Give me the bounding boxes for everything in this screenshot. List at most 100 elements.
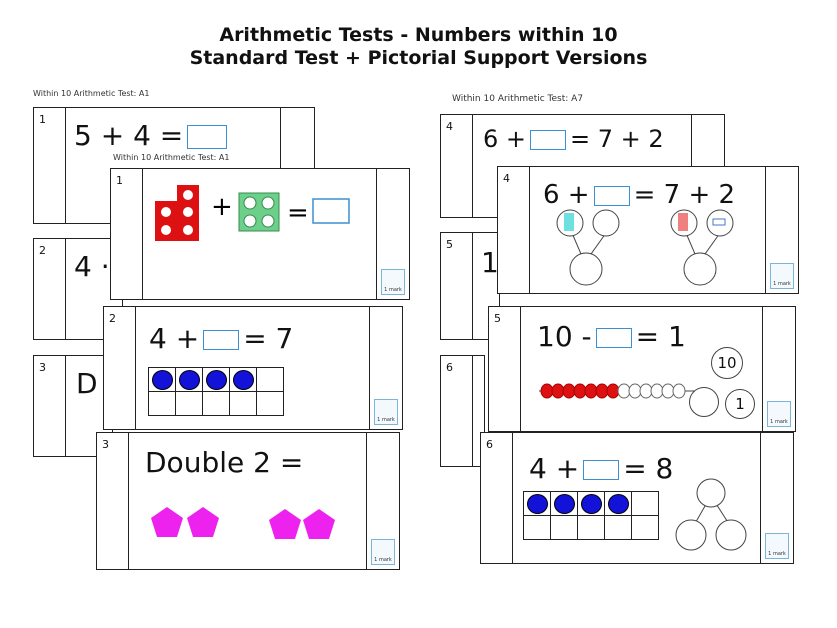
answer-box[interactable] bbox=[583, 460, 620, 480]
ten-frame bbox=[523, 491, 659, 540]
question-number: 4 bbox=[441, 115, 473, 217]
question-number: 6 bbox=[441, 356, 473, 466]
pentagon-shape bbox=[187, 507, 219, 537]
question-text: 6 + = 7 + 2 bbox=[543, 179, 735, 211]
pentagon-pictures bbox=[151, 507, 335, 539]
question-number: 5 bbox=[441, 233, 473, 339]
question-number: 6 bbox=[481, 433, 513, 563]
question-number: 2 bbox=[104, 307, 136, 429]
bead-red bbox=[606, 383, 620, 399]
mark-box[interactable]: 1 mark bbox=[374, 399, 398, 425]
mark-label: 1 mark bbox=[773, 281, 791, 287]
counter bbox=[206, 370, 227, 390]
question-text: 4 · bbox=[74, 250, 110, 283]
bead-white bbox=[639, 383, 653, 399]
counter bbox=[179, 370, 200, 390]
mark-box[interactable]: 1 mark bbox=[770, 263, 794, 289]
bead-white bbox=[617, 383, 631, 399]
bead-red bbox=[573, 383, 587, 399]
numicon-addition: + = bbox=[155, 185, 350, 241]
equation-part-a: 6 + bbox=[483, 125, 527, 153]
equation-part-a: 4 + bbox=[529, 452, 580, 485]
equation-part-b: = 7 + 2 bbox=[633, 180, 736, 210]
counter bbox=[554, 494, 575, 514]
question-number: 2 bbox=[34, 239, 66, 339]
answer-box[interactable] bbox=[530, 130, 567, 150]
mark-label: 1 mark bbox=[374, 557, 392, 563]
equation-part-b: = 1 bbox=[635, 320, 686, 353]
question-number: 3 bbox=[97, 433, 129, 569]
question-card-6: 6 4 += 8 1 mark bbox=[480, 432, 794, 564]
question-number: 5 bbox=[489, 307, 521, 431]
question-number: 1 bbox=[111, 169, 143, 299]
equation-part-b: = 7 bbox=[243, 322, 294, 355]
bead-red bbox=[595, 383, 609, 399]
question-text: 1 bbox=[481, 246, 499, 279]
mark-label: 1 mark bbox=[377, 417, 395, 423]
equation-text: 5 + 4 = bbox=[74, 119, 184, 152]
bead-white bbox=[628, 383, 642, 399]
sheet-label-right-back: Within 10 Arithmetic Test: A7 bbox=[452, 94, 584, 104]
mark-column: 1 mark bbox=[369, 307, 402, 429]
bead-white bbox=[661, 383, 675, 399]
question-text: 4 + = 7 bbox=[149, 323, 293, 355]
question-card-2: 2 4 + = 7 1 mark bbox=[103, 306, 403, 430]
mark-label: 1 mark bbox=[384, 287, 402, 293]
ten-frame bbox=[148, 367, 284, 416]
counter bbox=[608, 494, 629, 514]
mark-box[interactable]: 1 mark bbox=[381, 269, 405, 295]
title-line-2: Standard Test + Pictorial Support Versio… bbox=[189, 47, 648, 69]
mark-column: 1 mark bbox=[762, 307, 795, 431]
mark-label: 1 mark bbox=[770, 419, 788, 425]
equation-part-a: 4 + bbox=[149, 322, 200, 355]
question-number: 1 bbox=[34, 108, 66, 223]
question-text: 10 -= 1 bbox=[537, 321, 686, 353]
mark-box[interactable]: 1 mark bbox=[765, 533, 789, 559]
mark-column: 1 mark bbox=[366, 433, 399, 569]
mark-column: 1 mark bbox=[376, 169, 409, 299]
bead-red bbox=[540, 383, 554, 399]
counter bbox=[581, 494, 602, 514]
question-text: 4 += 8 bbox=[529, 453, 673, 485]
counter bbox=[152, 370, 173, 390]
question-card-1: 1 + = 1 mark bbox=[110, 168, 410, 300]
question-text: D bbox=[76, 367, 98, 400]
counter bbox=[527, 494, 548, 514]
question-card-3: 3 Double 2 = 1 mark bbox=[96, 432, 400, 570]
mark-column: 1 mark bbox=[760, 433, 793, 563]
answer-box[interactable] bbox=[203, 330, 240, 350]
bead-string bbox=[539, 383, 699, 399]
bead-white bbox=[672, 383, 686, 399]
question-text: 6 + = 7 + 2 bbox=[483, 123, 664, 155]
question-card-5: 5 10 -= 1 10 1 1 mark bbox=[488, 306, 796, 432]
pentagon-shape bbox=[303, 509, 335, 539]
part-whole-diagrams bbox=[556, 209, 734, 286]
bead-red bbox=[584, 383, 598, 399]
title-line-1: Arithmetic Tests - Numbers within 10 bbox=[219, 24, 618, 46]
pentagon-shape bbox=[151, 507, 183, 537]
mark-box[interactable]: 1 mark bbox=[371, 539, 395, 565]
equals-sign: = bbox=[287, 198, 309, 228]
answer-box[interactable] bbox=[187, 125, 228, 149]
numicon-5-red bbox=[155, 185, 199, 241]
question-number: 4 bbox=[498, 167, 530, 293]
mark-column: 1 mark bbox=[765, 167, 798, 293]
question-text: Double 2 = bbox=[145, 446, 304, 479]
sheet-label-left-front: Within 10 Arithmetic Test: A1 bbox=[113, 153, 230, 162]
whole-circle: 10 bbox=[711, 347, 743, 379]
answer-box[interactable] bbox=[595, 328, 632, 348]
equation-part-b: = 7 + 2 bbox=[570, 125, 664, 153]
question-text: 5 + 4 = bbox=[74, 120, 231, 152]
answer-box bbox=[312, 198, 350, 224]
question-card-back-6: 6 bbox=[440, 355, 485, 467]
sheet-label-left-back: Within 10 Arithmetic Test: A1 bbox=[33, 89, 150, 98]
pentagon-shape bbox=[269, 509, 301, 539]
mark-box[interactable]: 1 mark bbox=[767, 401, 791, 427]
bead-white bbox=[650, 383, 664, 399]
question-card-4: 4 6 + = 7 + 2 1 mark bbox=[497, 166, 799, 294]
equation-part-a: 6 + bbox=[543, 180, 590, 210]
part-circle: 1 bbox=[725, 389, 755, 419]
plus-sign: + bbox=[211, 192, 233, 222]
question-number: 3 bbox=[34, 356, 66, 456]
answer-box[interactable] bbox=[593, 185, 630, 206]
